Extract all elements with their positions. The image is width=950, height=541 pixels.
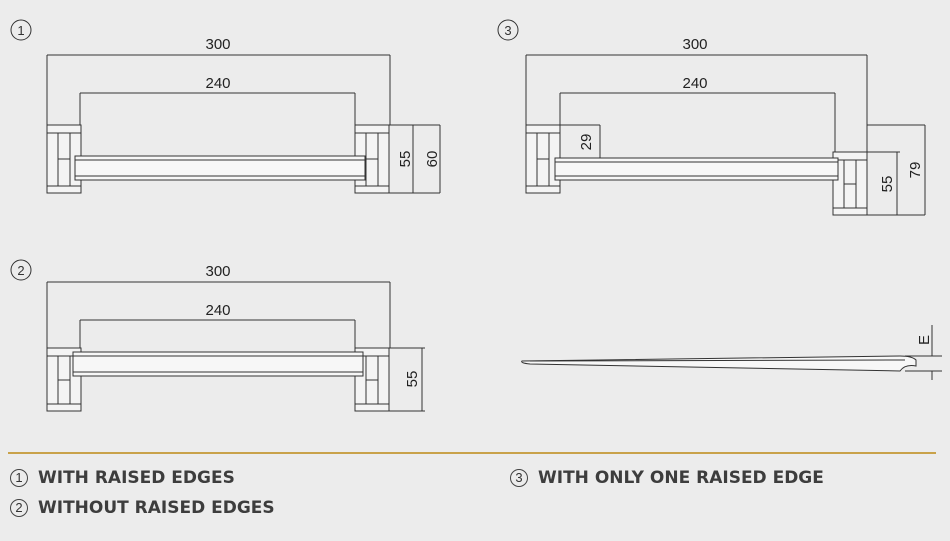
legend-text-1: WITH RAISED EDGES xyxy=(38,468,235,488)
figure-1-height-a: 55 xyxy=(397,151,414,168)
legend-text-3: WITH ONLY ONE RAISED EDGE xyxy=(538,468,824,488)
legend-item-1: 1 WITH RAISED EDGES xyxy=(10,468,235,488)
figure-4: E xyxy=(521,325,942,380)
figure-3-width-inner: 240 xyxy=(682,75,707,92)
figure-1: 1 300 240 55 60 xyxy=(10,19,441,194)
figure-3: 3 300 240 29 5 xyxy=(497,19,926,216)
figure-1-width-inner: 240 xyxy=(205,75,230,92)
legend-number-1: 1 xyxy=(10,469,28,487)
figure-2: 2 300 240 55 xyxy=(10,259,425,412)
figure-1-number-circle xyxy=(10,19,32,41)
figure-3-height-small: 29 xyxy=(578,134,595,151)
figure-2-width-total: 300 xyxy=(205,263,230,280)
legend-text-2: WITHOUT RAISED EDGES xyxy=(38,498,275,518)
figure-1-number: 1 xyxy=(17,23,24,38)
figure-2-number-circle xyxy=(10,259,32,281)
figure-3-height-a: 55 xyxy=(879,176,896,193)
figure-2-height-a: 55 xyxy=(404,371,421,388)
flat-panel-profile xyxy=(521,355,917,372)
legend-number-2: 2 xyxy=(10,499,28,517)
figure-1-height-b: 60 xyxy=(424,151,441,168)
figure-2-number: 2 xyxy=(17,263,24,278)
figure-4-label-e: E xyxy=(916,335,933,345)
figure-2-width-inner: 240 xyxy=(205,302,230,319)
legend-item-2: 2 WITHOUT RAISED EDGES xyxy=(10,498,275,518)
figure-3-width-total: 300 xyxy=(682,36,707,53)
legend-item-3: 3 WITH ONLY ONE RAISED EDGE xyxy=(510,468,824,488)
legend-divider xyxy=(8,452,936,454)
figure-3-number-circle xyxy=(497,19,519,41)
legend-number-3: 3 xyxy=(510,469,528,487)
figure-3-number: 3 xyxy=(504,23,511,38)
figure-1-width-total: 300 xyxy=(205,36,230,53)
figure-3-height-b: 79 xyxy=(907,162,924,179)
